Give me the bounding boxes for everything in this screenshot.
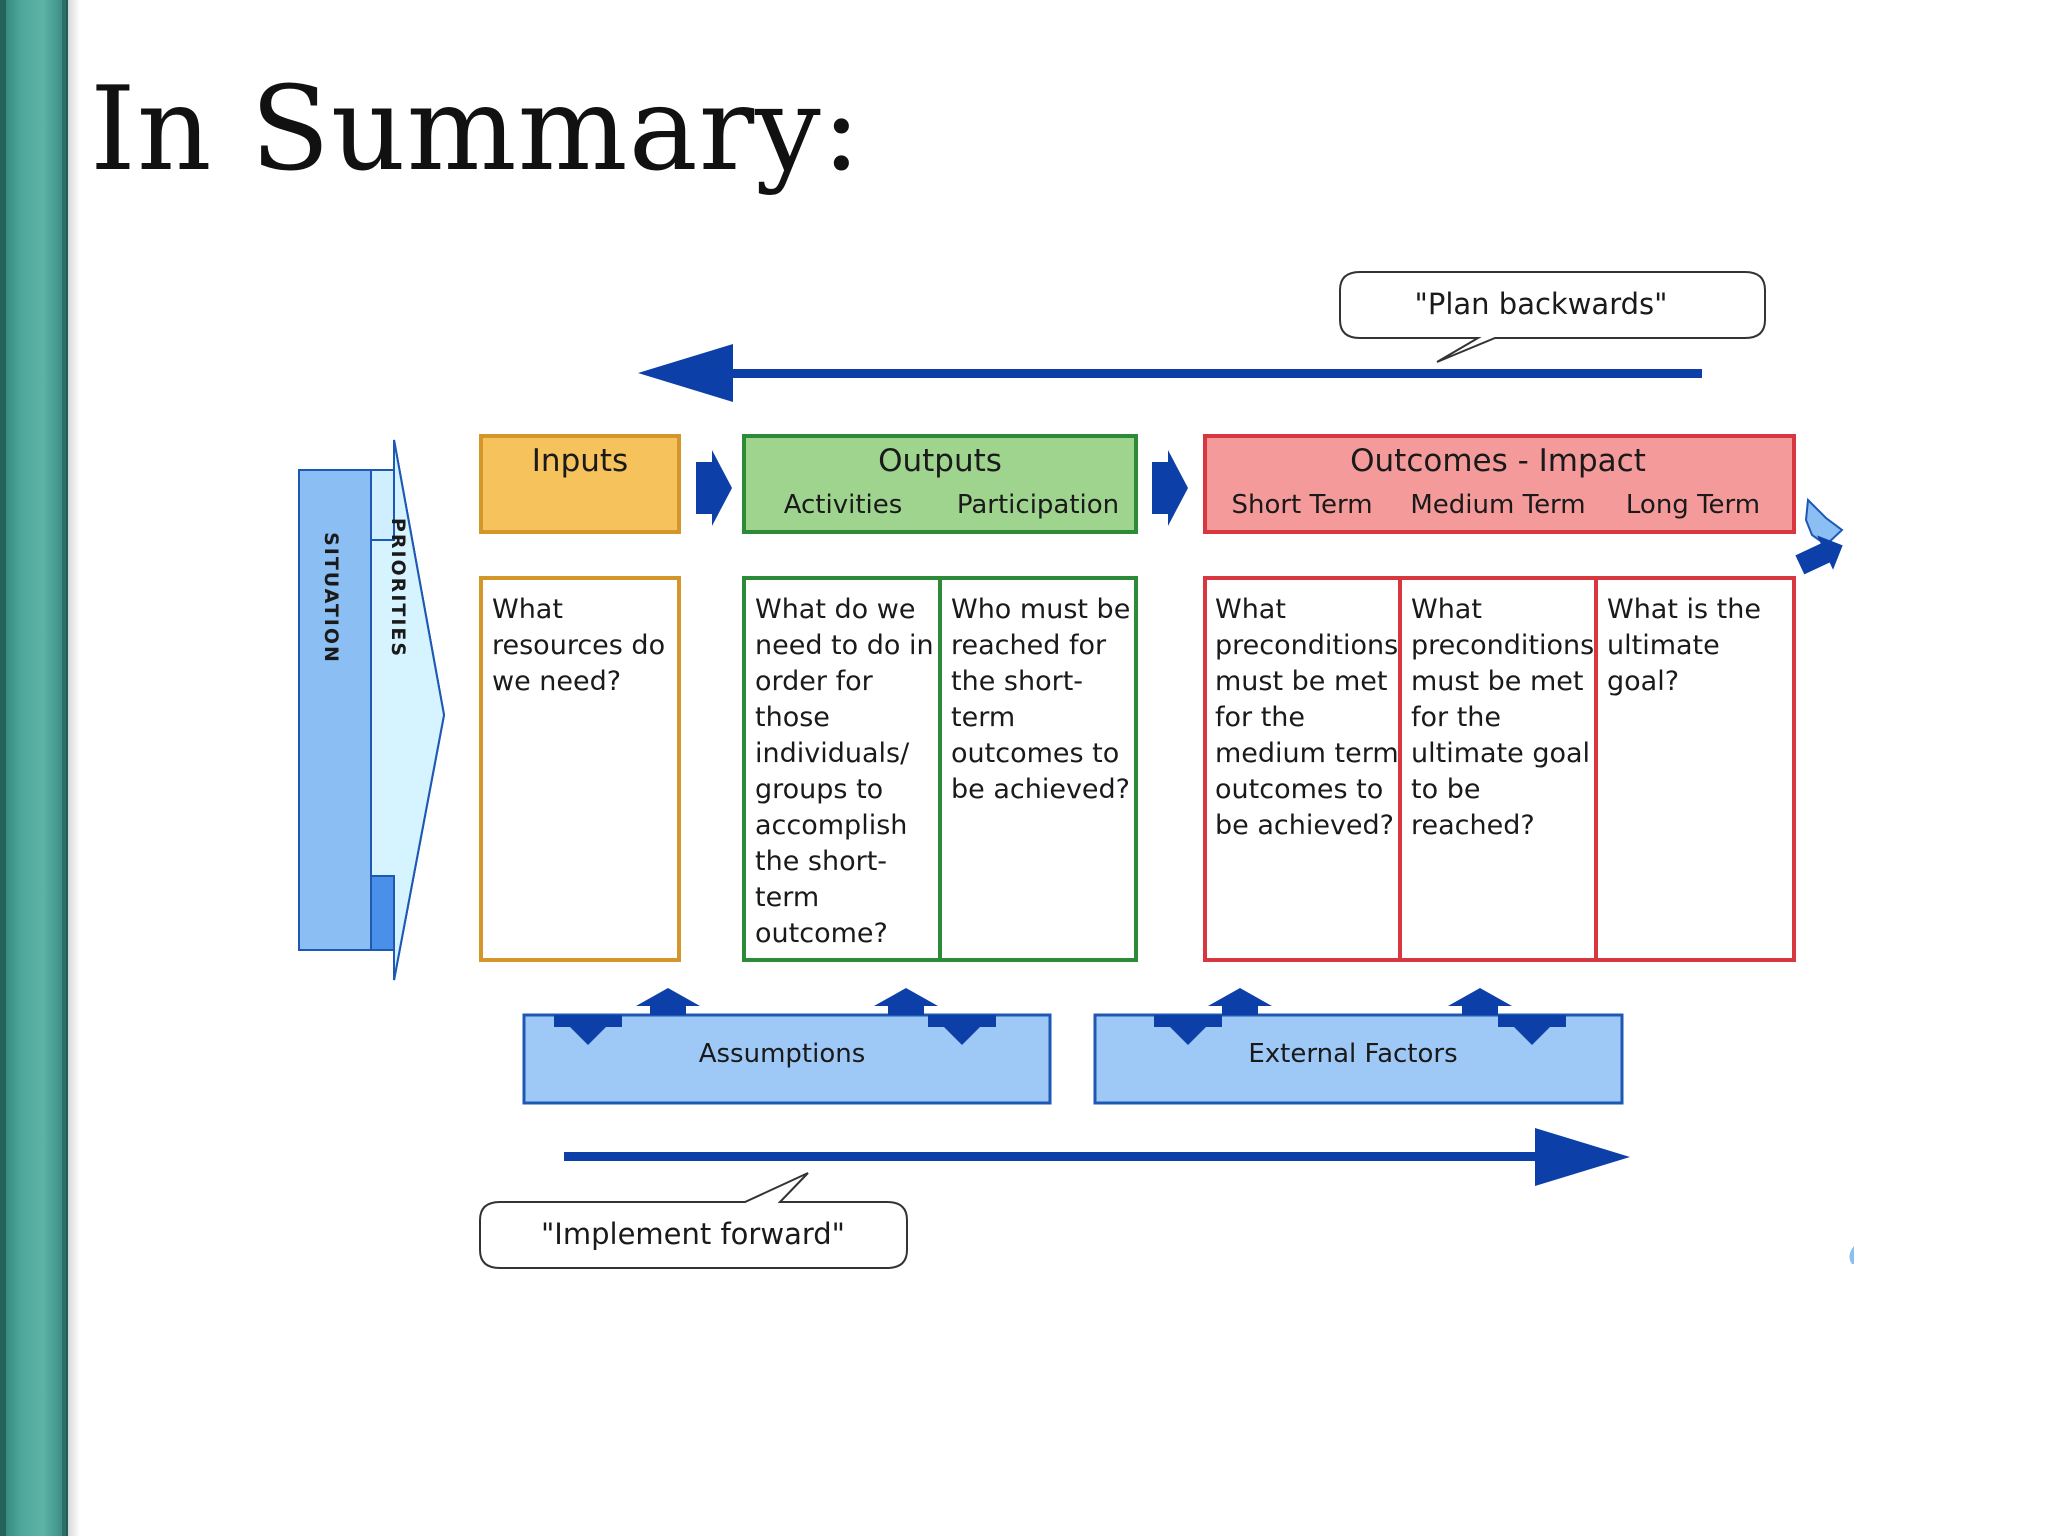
long-term-question: What is the ultimate goal? bbox=[1607, 594, 1761, 697]
outputs-title: Outputs bbox=[878, 443, 1002, 479]
implement-forward-arrow bbox=[564, 1128, 1630, 1186]
down-arrow bbox=[1154, 1015, 1222, 1045]
outcomes-title: Outcomes - Impact bbox=[1350, 443, 1646, 479]
question-line: need to do in bbox=[755, 630, 934, 661]
question-line: to be bbox=[1411, 774, 1480, 805]
question-line: individuals/ bbox=[755, 738, 910, 769]
question-line: ultimate bbox=[1607, 630, 1720, 661]
inputs-question: What resources do we need? bbox=[492, 594, 665, 697]
inputs-header: Inputs bbox=[479, 434, 681, 534]
implement-forward-label: "Implement forward" bbox=[541, 1217, 845, 1251]
question-line: Who must be bbox=[951, 594, 1130, 625]
question-line: What bbox=[492, 594, 563, 625]
external-factors-label: External Factors bbox=[1248, 1039, 1457, 1069]
question-line: order for bbox=[755, 666, 874, 697]
question-line: those bbox=[755, 702, 830, 733]
question-line: be achieved? bbox=[951, 774, 1130, 805]
question-line: medium term bbox=[1215, 738, 1399, 769]
question-line: we need? bbox=[492, 666, 621, 697]
up-arrow bbox=[874, 988, 938, 1015]
outputs-participation: Participation bbox=[957, 490, 1119, 520]
down-arrow bbox=[1498, 1015, 1566, 1045]
outcomes-long-term: Long Term bbox=[1626, 490, 1760, 520]
up-arrow bbox=[1448, 988, 1512, 1015]
question-line: term bbox=[755, 882, 819, 913]
inputs-outputs-arrow bbox=[696, 450, 732, 526]
question-line: What bbox=[1411, 594, 1482, 625]
outcomes-medium-term: Medium Term bbox=[1410, 490, 1585, 520]
question-line: ultimate goal bbox=[1411, 738, 1590, 769]
question-line: goal? bbox=[1607, 666, 1679, 697]
short-term-question: What preconditions must be met for the mediu… bbox=[1215, 594, 1399, 841]
implement-forward-callout: "Implement forward" bbox=[479, 1172, 908, 1269]
down-arrow bbox=[554, 1015, 622, 1045]
question-line: reached for bbox=[951, 630, 1107, 661]
question-line: for the bbox=[1215, 702, 1305, 733]
question-line: must be met bbox=[1411, 666, 1583, 697]
page-title: In Summary: bbox=[90, 62, 862, 197]
participation-question: Who must be reached for the short-term outc… bbox=[951, 594, 1130, 805]
question-line: preconditions bbox=[1411, 630, 1594, 661]
question-line: preconditions bbox=[1215, 630, 1398, 661]
medium-term-question: What preconditions must be met for the ultim… bbox=[1411, 594, 1594, 841]
question-line: the short- bbox=[755, 846, 887, 877]
question-line: What do we bbox=[755, 594, 915, 625]
outputs-activities: Activities bbox=[784, 490, 903, 520]
question-line: must be met bbox=[1215, 666, 1387, 697]
inputs-title: Inputs bbox=[532, 443, 628, 479]
question-line: accomplish bbox=[755, 810, 907, 841]
outcomes-header: Outcomes - Impact Short Term Medium Term… bbox=[1203, 434, 1796, 534]
outputs-header: Outputs Activities Participation bbox=[742, 434, 1138, 534]
inputs-body-box bbox=[479, 576, 681, 962]
question-line: outcomes to bbox=[951, 738, 1119, 769]
question-line: for the bbox=[1411, 702, 1501, 733]
outcomes-body-box bbox=[1203, 576, 1796, 962]
priorities-label: PRIORITIES bbox=[387, 518, 409, 658]
question-line: outcomes to bbox=[1215, 774, 1383, 805]
up-arrow bbox=[1208, 988, 1272, 1015]
down-arrow bbox=[928, 1015, 996, 1045]
plan-backwards-arrow bbox=[638, 344, 1702, 402]
question-line: reached? bbox=[1411, 810, 1535, 841]
up-arrow bbox=[636, 988, 700, 1015]
question-line: What is the bbox=[1607, 594, 1761, 625]
question-line: be achieved? bbox=[1215, 810, 1394, 841]
outcomes-short-term: Short Term bbox=[1231, 490, 1372, 520]
question-line: resources do bbox=[492, 630, 665, 661]
plan-backwards-label: "Plan backwards" bbox=[1415, 287, 1668, 321]
feedback-loop-icon bbox=[1795, 497, 1844, 575]
assumptions-label: Assumptions bbox=[699, 1039, 866, 1069]
question-line: the short- bbox=[951, 666, 1083, 697]
situation-priorities-arrow: SITUATION PRIORITIES bbox=[298, 439, 446, 981]
left-accent-bar bbox=[0, 0, 80, 1536]
outputs-outcomes-arrow bbox=[1152, 450, 1188, 526]
plan-backwards-callout: "Plan backwards" bbox=[1339, 271, 1766, 363]
assumptions-box: Assumptions bbox=[522, 988, 1052, 1105]
question-line: term bbox=[951, 702, 1015, 733]
question-line: outcome? bbox=[755, 918, 888, 949]
activities-question: What do we need to do in order for those ind… bbox=[755, 594, 934, 949]
edge-artifact bbox=[1849, 1246, 1854, 1264]
situation-label: SITUATION bbox=[320, 532, 342, 664]
question-line: What bbox=[1215, 594, 1286, 625]
question-line: groups to bbox=[755, 774, 883, 805]
external-factors-box: External Factors bbox=[1093, 988, 1624, 1105]
